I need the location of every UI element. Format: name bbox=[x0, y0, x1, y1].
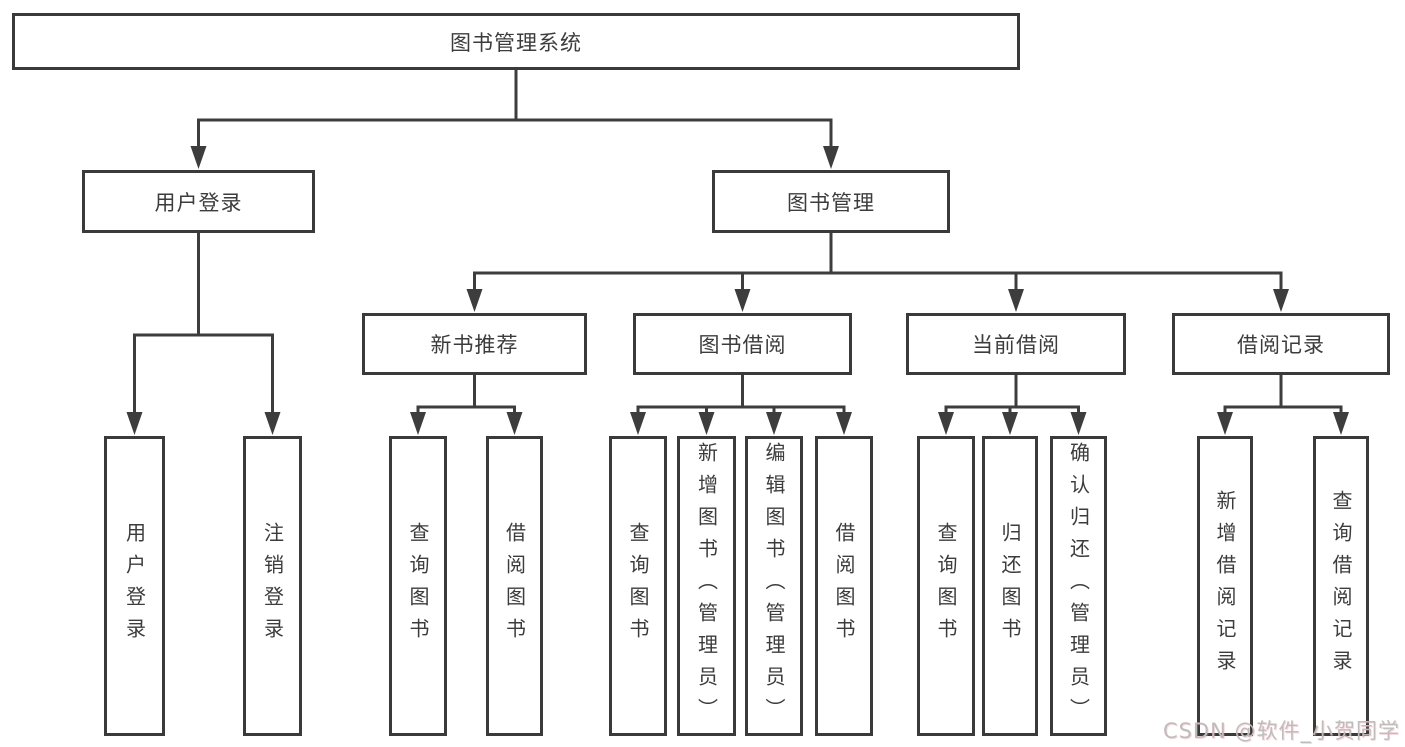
arrowhead-icon bbox=[766, 412, 782, 435]
arrowhead-icon bbox=[734, 289, 751, 312]
arrowhead-icon bbox=[938, 412, 954, 435]
node-label: 图书管理 bbox=[787, 190, 875, 215]
node-label: 查询借阅记录 bbox=[1329, 490, 1353, 682]
node-label: 借阅图书 bbox=[502, 522, 527, 650]
node-bb-edit: 编辑图书（管理员） bbox=[745, 436, 803, 736]
node-bb-add: 新增图书（管理员） bbox=[677, 436, 736, 736]
node-bb-borrow: 借阅图书 bbox=[815, 436, 873, 736]
node-borrow-records: 借阅记录 bbox=[1172, 313, 1390, 375]
node-user-login: 用户登录 bbox=[82, 170, 315, 233]
arrowhead-icon bbox=[190, 146, 207, 169]
node-label: 新增图书（管理员） bbox=[694, 442, 719, 730]
node-label: 用户登录 bbox=[122, 522, 147, 650]
node-label: 查询图书 bbox=[626, 522, 650, 650]
node-book-borrow: 图书借阅 bbox=[633, 313, 852, 375]
node-root: 图书管理系统 bbox=[12, 13, 1020, 70]
node-cb-confirm: 确认归还（管理员） bbox=[1050, 436, 1107, 736]
node-nb-borrow: 借阅图书 bbox=[486, 436, 543, 736]
node-label: 图书管理系统 bbox=[450, 30, 582, 55]
arrowhead-icon bbox=[410, 412, 426, 435]
node-label: 图书借阅 bbox=[698, 333, 787, 357]
node-cb-query: 查询图书 bbox=[917, 436, 975, 736]
arrowhead-icon bbox=[126, 412, 143, 435]
arrowhead-icon bbox=[1217, 412, 1233, 435]
arrowhead-icon bbox=[1008, 289, 1024, 312]
arrowhead-icon bbox=[698, 412, 715, 435]
node-nb-query: 查询图书 bbox=[389, 436, 447, 736]
node-logout: 注销登录 bbox=[243, 436, 302, 736]
arrowhead-icon bbox=[630, 412, 646, 435]
node-br-query: 查询借阅记录 bbox=[1313, 436, 1369, 736]
node-label: 确认归还（管理员） bbox=[1066, 442, 1091, 730]
node-label: 新增借阅记录 bbox=[1213, 490, 1237, 682]
node-current-borrow: 当前借阅 bbox=[906, 313, 1126, 375]
node-login: 用户登录 bbox=[104, 436, 165, 736]
node-label: 查询图书 bbox=[406, 522, 430, 650]
node-label: 用户登录 bbox=[154, 190, 243, 215]
node-label: 编辑图书（管理员） bbox=[762, 442, 786, 730]
arrowhead-icon bbox=[1333, 412, 1349, 435]
node-bb-query: 查询图书 bbox=[609, 436, 667, 736]
node-label: 借阅记录 bbox=[1237, 333, 1325, 357]
node-label: 查询图书 bbox=[934, 522, 958, 650]
node-label: 借阅图书 bbox=[832, 522, 856, 650]
arrowhead-icon bbox=[1002, 412, 1018, 435]
arrowhead-icon bbox=[836, 412, 852, 435]
arrowhead-icon bbox=[1070, 412, 1087, 435]
arrowhead-icon bbox=[506, 412, 523, 435]
arrowhead-icon bbox=[1273, 289, 1289, 312]
arrowhead-icon bbox=[823, 146, 839, 169]
arrowhead-icon bbox=[466, 289, 483, 312]
node-br-add: 新增借阅记录 bbox=[1197, 436, 1253, 736]
node-new-book: 新书推荐 bbox=[362, 313, 587, 375]
arrowhead-icon bbox=[264, 412, 281, 435]
node-cb-return: 归还图书 bbox=[982, 436, 1038, 736]
watermark: CSDN @软件_小贺同学 bbox=[1162, 719, 1400, 743]
node-label: 新书推荐 bbox=[430, 333, 519, 357]
node-label: 当前借阅 bbox=[972, 333, 1060, 357]
node-book-mgmt: 图书管理 bbox=[712, 170, 950, 233]
node-label: 归还图书 bbox=[998, 522, 1022, 650]
node-label: 注销登录 bbox=[260, 522, 285, 650]
